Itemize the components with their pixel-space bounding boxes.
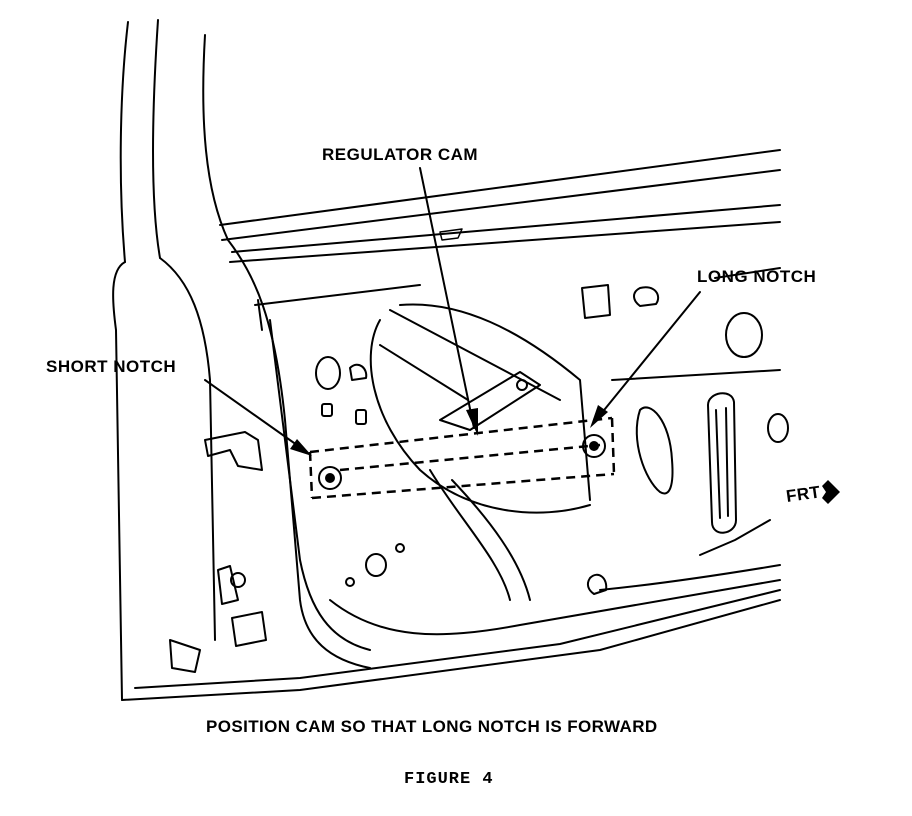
- leader-arrows: [204, 167, 701, 456]
- regulator-cam-label: REGULATOR CAM: [322, 145, 478, 164]
- front-indicator-label: FRT: [785, 482, 822, 506]
- short-notch-bolt: [318, 466, 342, 490]
- short-notch-label: SHORT NOTCH: [46, 357, 176, 376]
- regulator-cam: [308, 416, 616, 500]
- front-indicator: [822, 480, 840, 504]
- figure-caption: POSITION CAM SO THAT LONG NOTCH IS FORWA…: [206, 717, 658, 736]
- long-notch-bolt: [582, 434, 606, 458]
- figure-number: FIGURE 4: [404, 770, 494, 789]
- long-notch-label: LONG NOTCH: [697, 267, 816, 286]
- regulator-arm: [369, 303, 591, 601]
- panel-holes: [169, 284, 789, 673]
- front-arrow-icon: [822, 480, 840, 504]
- door-frame: [112, 19, 781, 701]
- cam-bolts: [318, 434, 606, 490]
